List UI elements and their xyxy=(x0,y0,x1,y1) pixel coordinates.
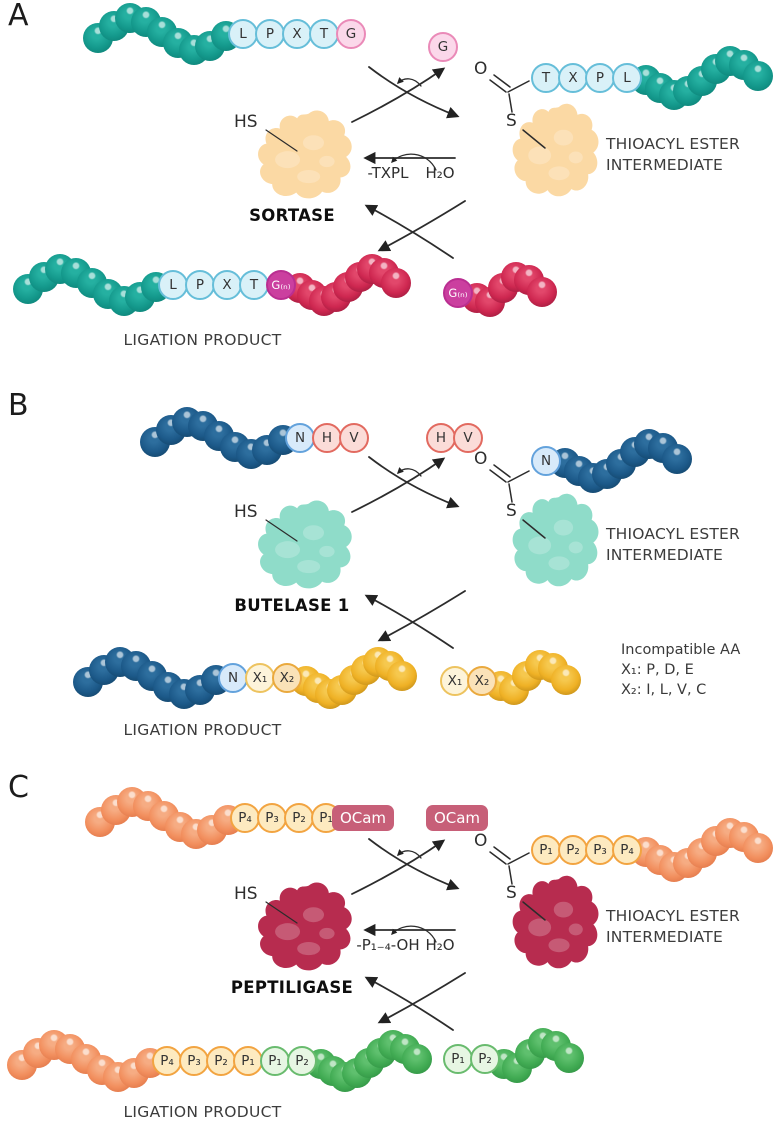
incompatible-aa-note: Incompatible AA X₁: P, D, E X₂: I, L, V,… xyxy=(621,642,741,698)
enzyme-blob xyxy=(258,110,352,199)
ligation-product-label: LIGATION PRODUCT xyxy=(123,331,282,349)
panel-letter: C xyxy=(8,770,29,805)
water-label: H₂O xyxy=(425,936,455,954)
panel-letter: B xyxy=(8,388,29,423)
thioacyl-intermediate-label: THIOACYL ESTER INTERMEDIATE xyxy=(606,525,740,564)
thiol-hs-label: HS xyxy=(234,502,258,522)
sulfur-atom-label: S xyxy=(506,883,517,903)
thioacyl-intermediate-label: THIOACYL ESTER INTERMEDIATE xyxy=(606,135,740,174)
oxygen-atom-label: O xyxy=(474,59,488,79)
oxygen-atom-label: O xyxy=(474,449,488,469)
thioacyl-intermediate-label: THIOACYL ESTER INTERMEDIATE xyxy=(606,907,740,946)
water-label: H₂O xyxy=(425,164,455,182)
enzyme-blob xyxy=(258,882,352,971)
reaction-arrows-bonds-enzyme-blobs xyxy=(258,838,599,1031)
enzyme-name: BUTELASE 1 xyxy=(234,596,350,615)
ligation-product-label: LIGATION PRODUCT xyxy=(123,721,282,739)
reaction-arrows-bonds-enzyme-blobs xyxy=(258,66,599,259)
enzyme-blob xyxy=(512,493,599,587)
panel-letter: A xyxy=(8,0,29,33)
thiol-hs-label: HS xyxy=(234,884,258,904)
enzyme-blob xyxy=(512,875,599,969)
hydrolysis-leaving-group-label: -P₁₋₄-OH xyxy=(356,936,420,954)
sulfur-atom-label: S xyxy=(506,501,517,521)
ligation-product-label: LIGATION PRODUCT xyxy=(123,1103,282,1121)
reaction-arrows-bonds-enzyme-blobs xyxy=(258,456,599,649)
enzyme-name: SORTASE xyxy=(249,206,335,225)
enzyme-name: PEPTILIGASE xyxy=(230,978,354,997)
enzyme-blob xyxy=(258,500,352,589)
thiol-hs-label: HS xyxy=(234,112,258,132)
hydrolysis-leaving-group-label: -TXPL xyxy=(367,164,409,182)
oxygen-atom-label: O xyxy=(474,831,488,851)
enzyme-blob xyxy=(512,103,599,197)
sulfur-atom-label: S xyxy=(506,111,517,131)
